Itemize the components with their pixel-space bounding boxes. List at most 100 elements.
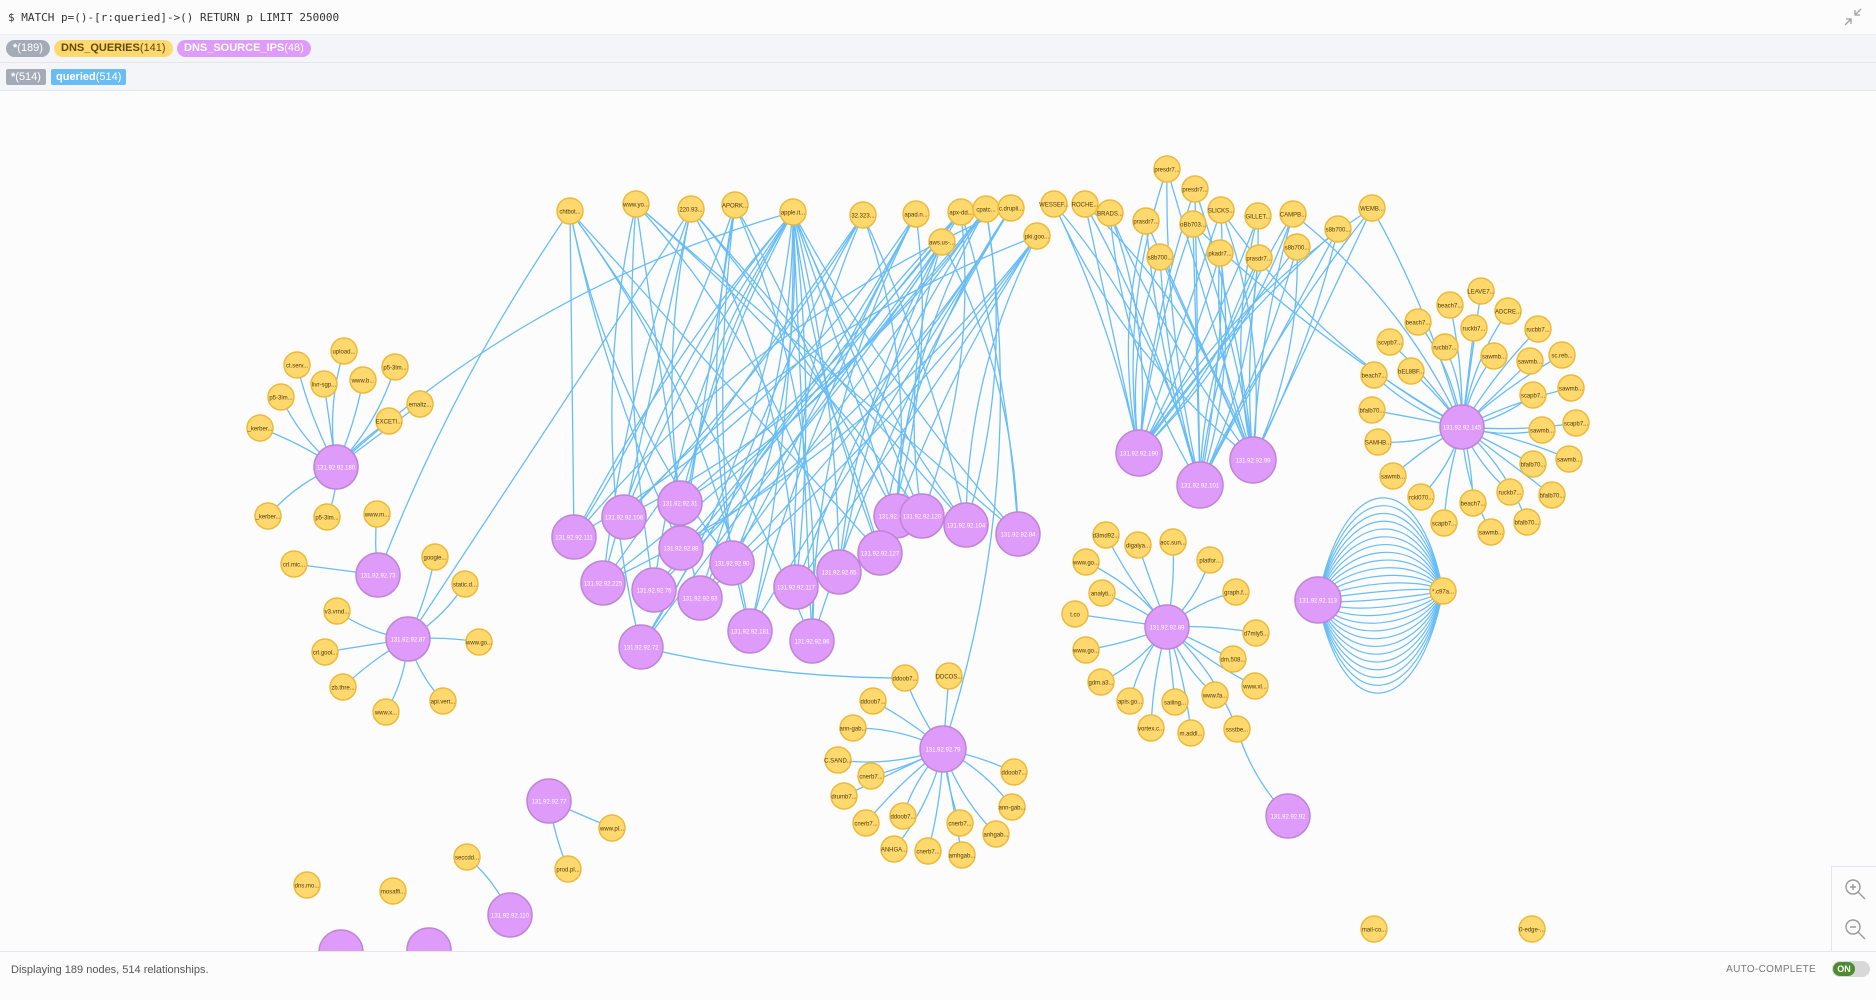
relationship-edge[interactable] — [377, 210, 571, 576]
query-node[interactable]: 0-edge-... — [1518, 915, 1546, 943]
query-node[interactable]: beach7... — [1404, 308, 1432, 336]
query-node[interactable]: _kerber... — [246, 414, 274, 442]
relationship-edge[interactable] — [1317, 590, 1444, 663]
relationship-edge[interactable] — [862, 214, 902, 517]
query-node[interactable]: www.go... — [1072, 548, 1100, 576]
query-node[interactable]: oBb703... — [1179, 210, 1207, 238]
ip-node[interactable]: 131.92.92.89 — [1144, 604, 1190, 650]
query-node[interactable]: prasdr7... — [1132, 207, 1160, 235]
query-node[interactable]: dm.508... — [1219, 645, 1247, 673]
relationship-edge[interactable] — [1317, 590, 1444, 686]
relationship-edge[interactable] — [1317, 543, 1444, 601]
relationship-edge[interactable] — [795, 208, 987, 588]
relationship-edge[interactable] — [1159, 256, 1201, 486]
relationship-edge[interactable] — [631, 203, 655, 591]
query-node[interactable]: sawmb... — [1480, 342, 1508, 370]
query-node[interactable]: BRADS... — [1096, 199, 1124, 227]
query-node[interactable]: chtbot... — [556, 197, 584, 225]
query-node[interactable]: prod.pl... — [554, 855, 582, 883]
query-node[interactable]: DDCOS... — [935, 662, 963, 690]
relationship-edge[interactable] — [635, 203, 840, 573]
relationship-edge[interactable] — [792, 211, 967, 526]
relationship-edge[interactable] — [1138, 257, 1260, 454]
ip-node[interactable]: 131.92.92.117 — [773, 564, 819, 610]
query-node[interactable]: p5-3lm... — [313, 503, 341, 531]
query-node[interactable]: google... — [421, 543, 449, 571]
query-node[interactable]: p5-3lm... — [381, 353, 409, 381]
ip-node[interactable]: 131.92.92.84 — [995, 511, 1041, 557]
query-node[interactable]: sawmb... — [1555, 445, 1583, 473]
relationship-edge[interactable] — [1138, 223, 1194, 454]
ip-node[interactable]: 131.92.92.73 — [355, 552, 401, 598]
query-node[interactable]: platfor... — [1196, 546, 1224, 574]
query-node[interactable]: EXCETI... — [375, 407, 403, 435]
query-node[interactable]: beach7... — [1436, 291, 1464, 319]
ip-node[interactable]: 131.92.92.110 — [487, 892, 533, 938]
query-node[interactable]: WEMB... — [1358, 194, 1386, 222]
query-node[interactable]: amhgab... — [948, 841, 976, 869]
query-node[interactable]: aws.us-... — [928, 228, 956, 256]
query-node[interactable]: beach7... — [1360, 361, 1388, 389]
relationship-edge[interactable] — [1166, 168, 1254, 461]
query-node[interactable]: bfalb70... — [1519, 450, 1547, 478]
query-node[interactable]: www.go... — [465, 628, 493, 656]
query-node[interactable]: d7mly5... — [1242, 619, 1270, 647]
relationship-edge[interactable] — [1166, 168, 1201, 486]
legend-all-nodes[interactable]: *(189) — [6, 40, 50, 57]
relationship-edge[interactable] — [1317, 497, 1444, 601]
autocomplete-toggle[interactable]: ON — [1832, 961, 1870, 977]
query-node[interactable]: 32.323... — [849, 201, 877, 229]
query-node[interactable]: vortex.c... — [1137, 714, 1165, 742]
graph-canvas[interactable]: upload...ct.serv...livr-sgp...www.b...p5… — [0, 91, 1876, 951]
relationship-edge[interactable] — [1317, 590, 1444, 655]
relationship-edge[interactable] — [1317, 520, 1444, 601]
relationship-edge[interactable] — [1317, 528, 1444, 601]
query-node[interactable]: cnerb7... — [914, 837, 942, 865]
ip-node[interactable]: 131.92.92.111 — [551, 514, 597, 560]
relationship-edge[interactable] — [1252, 246, 1298, 461]
ip-node[interactable]: 131.92.92.225 — [580, 560, 626, 606]
query-node[interactable]: ADCRE... — [1494, 297, 1522, 325]
relationship-edge[interactable] — [792, 211, 881, 554]
zoom-in-icon[interactable] — [1843, 877, 1867, 901]
query-node[interactable]: rckl070... — [1407, 483, 1435, 511]
query-node[interactable]: c.drupli... — [997, 194, 1025, 222]
query-node[interactable]: sawmb... — [1557, 374, 1585, 402]
query-node[interactable]: digalya... — [1124, 531, 1152, 559]
relationship-edge[interactable] — [913, 241, 943, 517]
query-node[interactable]: SLICKS... — [1207, 196, 1235, 224]
relationship-edge[interactable] — [965, 235, 1038, 526]
relationship-edge[interactable] — [921, 211, 966, 517]
relationship-edge[interactable] — [573, 213, 917, 538]
query-node[interactable]: cnerb7... — [857, 762, 885, 790]
ip-node[interactable]: 131.92.92.86 — [789, 618, 835, 664]
query-node[interactable]: apple.it... — [779, 198, 807, 226]
relationship-edge[interactable] — [1127, 220, 1147, 454]
query-node[interactable]: GILLET... — [1244, 202, 1272, 230]
ip-node[interactable]: 131.92.92.99 — [1229, 436, 1277, 484]
query-node[interactable]: acc.sun... — [1159, 528, 1187, 556]
relationship-edge[interactable] — [1109, 212, 1254, 461]
query-node[interactable]: crl.gool... — [311, 638, 339, 666]
query-node[interactable]: cnerb7... — [946, 809, 974, 837]
query-node[interactable]: scvpb7... — [1376, 328, 1404, 356]
relationship-edge[interactable] — [942, 208, 1002, 750]
ip-node[interactable]: 131.92.92.145 — [1439, 404, 1485, 450]
ip-node[interactable]: 131.92.92.77 — [526, 778, 572, 824]
relationship-edge[interactable] — [569, 210, 733, 564]
relationship-edge[interactable] — [679, 211, 794, 504]
query-node[interactable]: bfalb70... — [1538, 481, 1566, 509]
query-node[interactable]: ddoob7... — [891, 664, 919, 692]
query-node[interactable]: gdm.a3... — [1087, 668, 1115, 696]
query-node[interactable]: ct.serv... — [283, 351, 311, 379]
query-node[interactable]: ddoob7... — [859, 687, 887, 715]
relationship-edge[interactable] — [1192, 223, 1254, 461]
query-node[interactable]: sawmb... — [1528, 416, 1556, 444]
query-node[interactable]: rucbb7... — [1431, 333, 1459, 361]
relationship-edge[interactable] — [1240, 215, 1259, 461]
legend-dns-source-ips[interactable]: DNS_SOURCE_IPS(48) — [177, 40, 311, 57]
query-node[interactable]: cpatc... — [972, 195, 1000, 223]
query-node[interactable]: p5-3lm... — [267, 383, 295, 411]
ip-node[interactable]: 131.92.92.108 — [601, 494, 647, 540]
ip-node[interactable]: 131.92.92.190 — [1115, 429, 1163, 477]
